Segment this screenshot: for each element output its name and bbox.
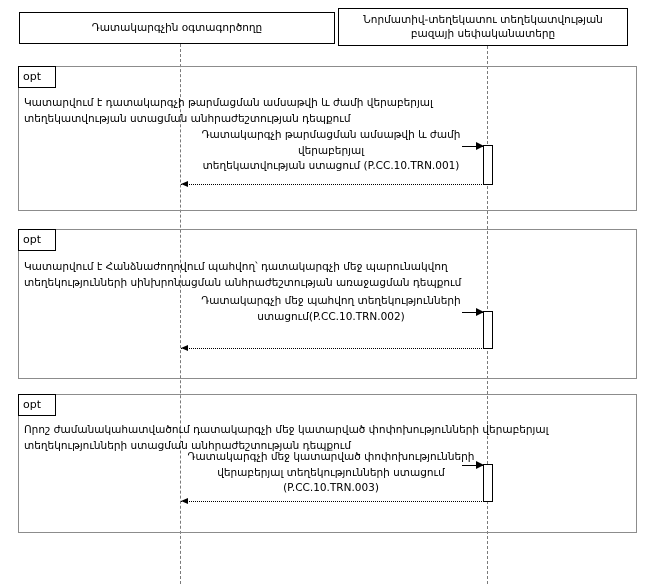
combined-fragment-opt-1[interactable]: opt <box>18 66 637 211</box>
participant-box-owner[interactable]: Նորմատիվ-տեղեկատու տեղեկատվության բազայի… <box>338 8 628 46</box>
participant-box-actor[interactable]: Դատակարգչին օգտագործողը <box>19 12 335 44</box>
participant-label-owner: Նորմատիվ-տեղեկատու տեղեկատվության բազայի… <box>363 14 603 40</box>
fragment-guard-condition-1: Կատարվում է դատակարգչի թարմացման ամսաթվի… <box>24 97 433 125</box>
fragment-guard-condition-2: Կատարվում է Հանձնաժողովում պահվող՝ դատակ… <box>24 261 462 289</box>
return-message-arrowhead-3 <box>181 498 188 504</box>
message-label-2: Դատակարգչի մեջ պահվող տեղեկությունների ս… <box>201 295 461 323</box>
activation-bar-1 <box>483 145 493 185</box>
call-message-line-1 <box>462 146 484 147</box>
return-message-line-2 <box>181 348 488 349</box>
fragment-operator-label-2: opt <box>18 229 57 251</box>
fragment-operator-label-1: opt <box>18 66 57 88</box>
activation-bar-2 <box>483 311 493 349</box>
message-label-3: Դատակարգչի մեջ կատարված փոփոխությունների… <box>187 451 475 494</box>
combined-fragment-opt-2[interactable]: opt <box>18 229 637 379</box>
return-message-arrowhead-2 <box>181 345 188 351</box>
fragment-operator-label-3: opt <box>18 394 57 416</box>
message-label-1: Դատակարգչի թարմացման ամսաթվի և ժամի վերա… <box>201 129 461 172</box>
participant-label-actor: Դատակարգչին օգտագործողը <box>91 22 263 34</box>
fragment-guard-condition-3: Որոշ ժամանակահատվածում դատակարգչի մեջ կա… <box>24 424 549 452</box>
return-message-arrowhead-1 <box>181 181 188 187</box>
call-message-arrowhead-3 <box>476 461 484 469</box>
call-message-line-3 <box>462 465 484 466</box>
lifeline-actor <box>180 44 181 584</box>
call-message-arrowhead-1 <box>476 142 484 150</box>
return-message-line-1 <box>181 184 488 185</box>
return-message-line-3 <box>181 501 488 502</box>
activation-bar-3 <box>483 464 493 502</box>
call-message-arrowhead-2 <box>476 308 484 316</box>
call-message-line-2 <box>462 312 484 313</box>
combined-fragment-opt-3[interactable]: opt <box>18 394 637 533</box>
